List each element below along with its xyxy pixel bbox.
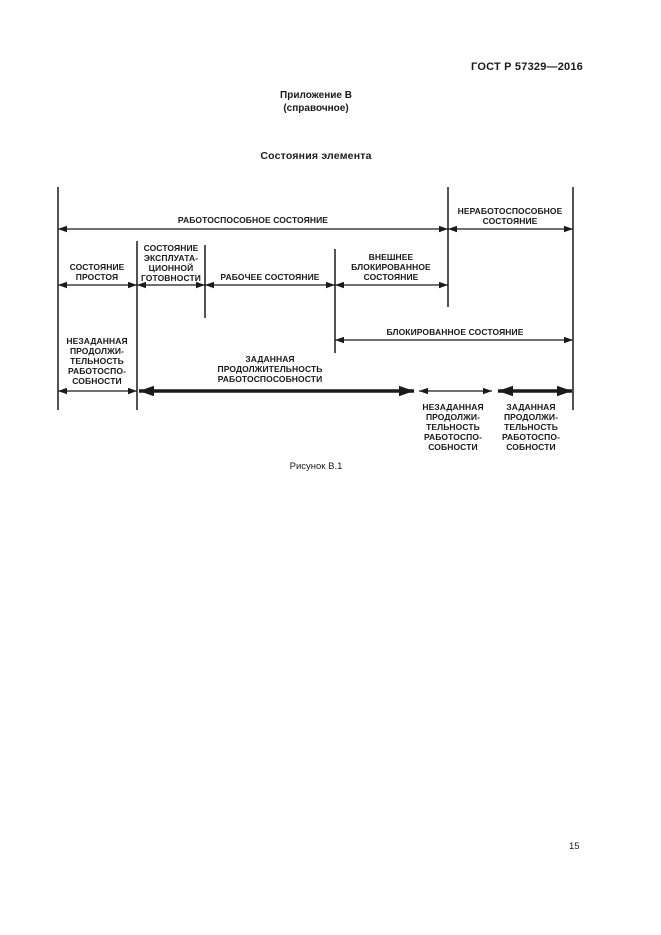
figure-caption: Рисунок В.1 [289,461,343,472]
label-specified-duration-main: ЗАДАННАЯ ПРОДОЛЖИТЕЛЬНОСТЬ РАБОТОСПОСОБН… [217,354,323,384]
standard-number: ГОСТ Р 57329—2016 [471,61,583,73]
label-idle-state: СОСТОЯНИЕ ПРОСТОЯ [69,262,125,282]
label-operational-readiness-state: СОСТОЯНИЕ ЭКСПЛУАТА- ЦИОННОЙ ГОТОВНОСТИ [140,243,202,283]
label-inoperable-state: НЕРАБОТОСПОСОБНОЕ СОСТОЯНИЕ [457,206,563,226]
section-title: Состояния элемента [260,150,372,162]
appendix-subtitle: (справочное) [283,102,349,114]
label-blocked-state: БЛОКИРОВАННОЕ СОСТОЯНИЕ [386,327,524,337]
label-external-blocked-state: ВНЕШНЕЕ БЛОКИРОВАННОЕ СОСТОЯНИЕ [351,252,431,282]
appendix-title: Приложение В [280,90,352,101]
label-operable-state: РАБОТОСПОСОБНОЕ СОСТОЯНИЕ [177,215,329,225]
appendix-heading: Приложение В (справочное) [280,90,352,115]
label-unspecified-duration-left: НЕЗАДАННАЯ ПРОДОЛЖИ- ТЕЛЬНОСТЬ РАБОТОСПО… [66,336,128,386]
label-specified-duration-right: ЗАДАННАЯ ПРОДОЛЖИ- ТЕЛЬНОСТЬ РАБОТОСПО- … [501,402,561,452]
label-working-state: РАБОЧЕЕ СОСТОЯНИЕ [220,272,320,282]
label-unspecified-duration-right: НЕЗАДАННАЯ ПРОДОЛЖИ- ТЕЛЬНОСТЬ РАБОТОСПО… [422,402,484,452]
page-number: 15 [569,841,580,852]
